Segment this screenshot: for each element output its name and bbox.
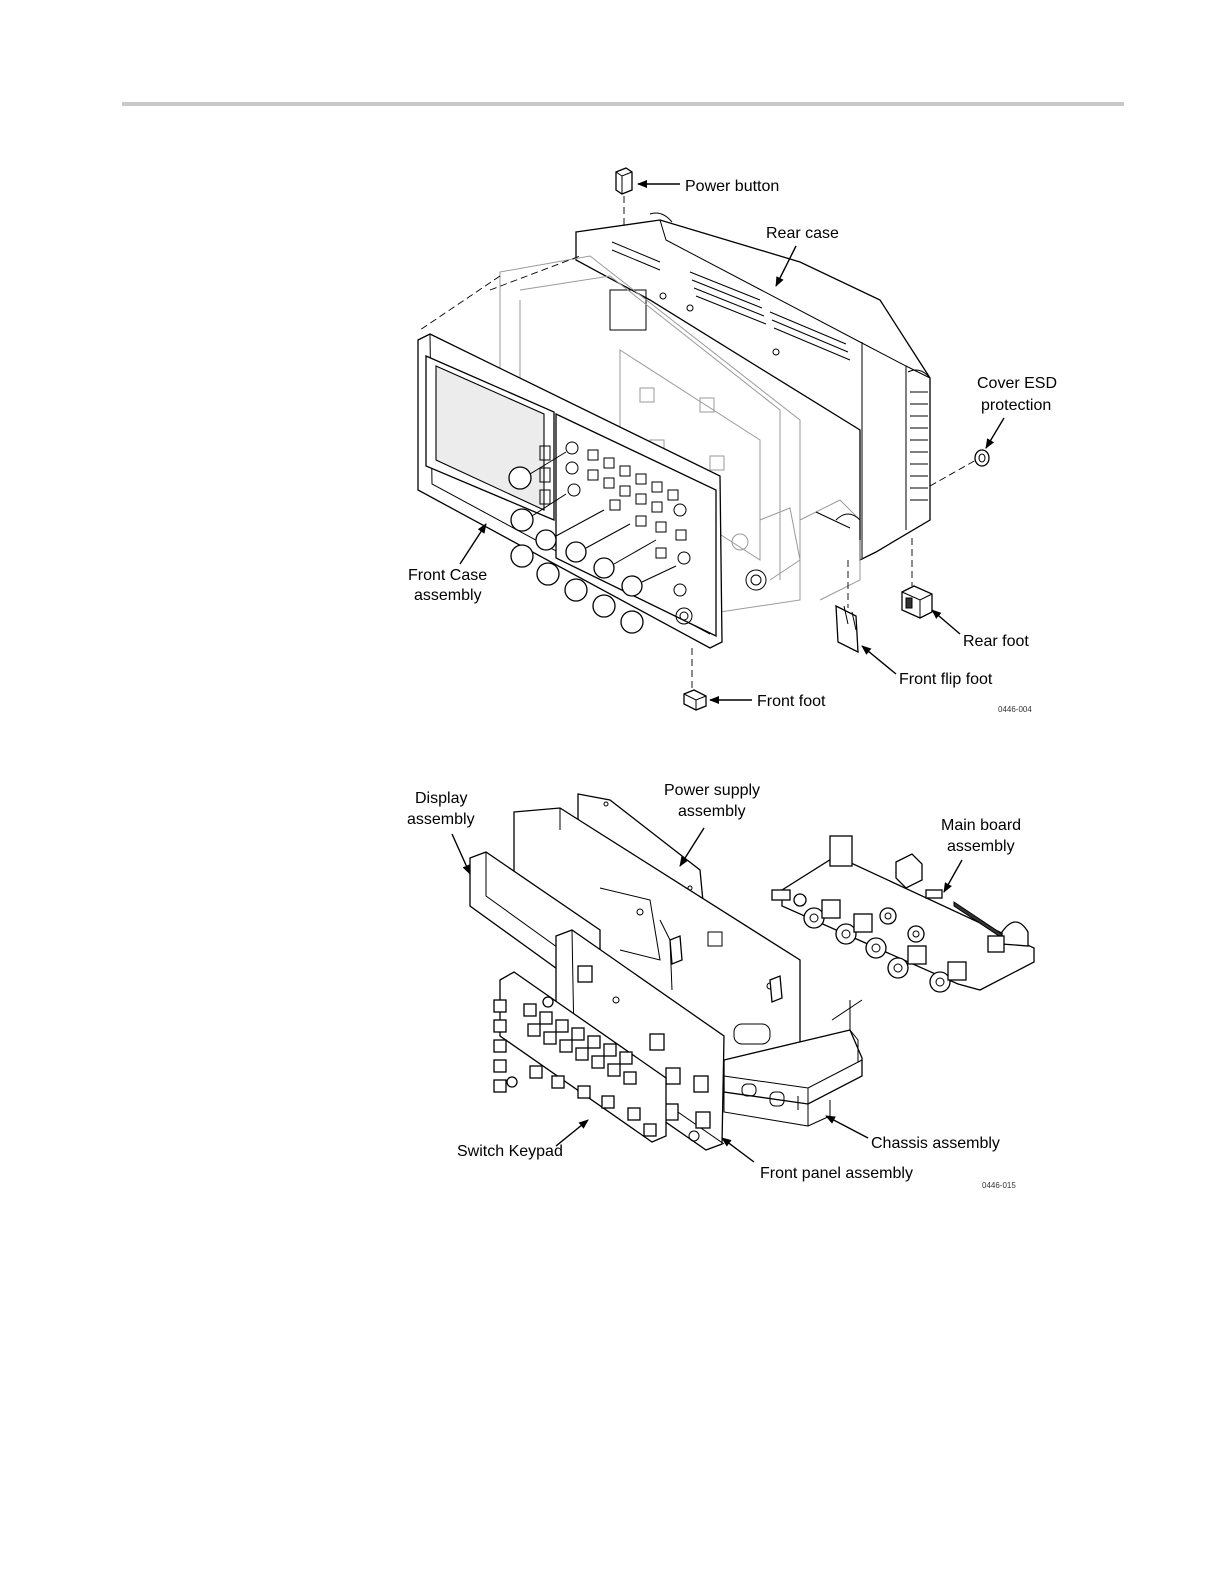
label-front-case-line2: assembly bbox=[414, 587, 482, 604]
figure-2-internal-exploded: Display assembly Power supply assembly M… bbox=[407, 782, 1034, 1190]
front-flip-foot-part bbox=[836, 606, 858, 652]
label-display-line1: Display bbox=[415, 790, 467, 807]
label-front-case-line1: Front Case bbox=[408, 567, 487, 584]
label-power-supply-line1: Power supply bbox=[664, 782, 760, 799]
rear-foot-part bbox=[902, 586, 932, 618]
cover-esd-part bbox=[975, 450, 989, 466]
label-cover-esd-line1: Cover ESD bbox=[977, 375, 1057, 392]
front-foot-part bbox=[684, 690, 706, 710]
label-front-flip-foot: Front flip foot bbox=[899, 671, 993, 688]
label-main-board-line2: assembly bbox=[947, 838, 1015, 855]
figure-1-code: 0446-004 bbox=[998, 705, 1032, 714]
main-board-part bbox=[772, 836, 1034, 992]
label-front-panel: Front panel assembly bbox=[760, 1165, 913, 1182]
label-front-foot: Front foot bbox=[757, 693, 826, 710]
figure-1-case-exploded: Power button Rear case Cover ESD protect… bbox=[408, 168, 1057, 714]
label-rear-foot: Rear foot bbox=[963, 633, 1029, 650]
label-display-line2: assembly bbox=[407, 811, 475, 828]
label-chassis: Chassis assembly bbox=[871, 1135, 1000, 1152]
label-cover-esd-line2: protection bbox=[981, 397, 1051, 414]
label-power-supply-line2: assembly bbox=[678, 803, 746, 820]
figure-2-code: 0446-015 bbox=[982, 1181, 1016, 1190]
label-main-board-line1: Main board bbox=[941, 817, 1021, 834]
label-switch-keypad: Switch Keypad bbox=[457, 1143, 563, 1160]
label-power-button: Power button bbox=[685, 178, 779, 195]
label-rear-case: Rear case bbox=[766, 225, 839, 242]
